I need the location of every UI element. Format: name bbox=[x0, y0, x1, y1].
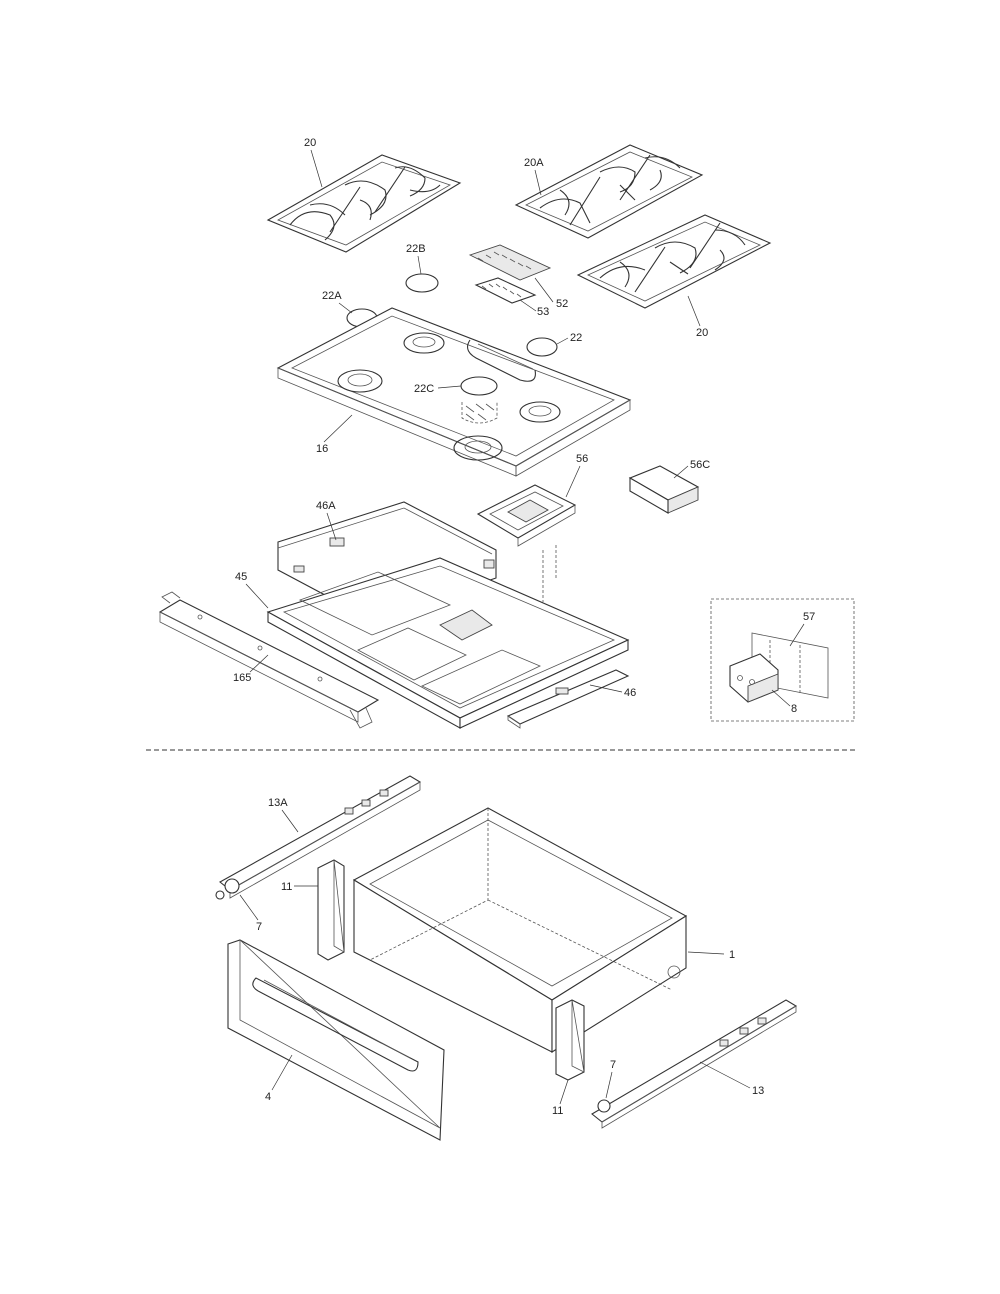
part-52-53 bbox=[468, 244, 552, 304]
burner-cap-22c bbox=[460, 376, 498, 396]
label-grate-right: 20 bbox=[696, 327, 708, 339]
label-part-56: 56 bbox=[576, 453, 588, 465]
drawer-slide-13a bbox=[215, 775, 422, 900]
label-bracket-11-right: 11 bbox=[552, 1105, 563, 1117]
inset-box bbox=[710, 598, 855, 722]
label-bracket-11-left: 11 bbox=[281, 881, 292, 893]
bracket-11-right bbox=[555, 999, 585, 1081]
bracket-11-left bbox=[317, 859, 345, 961]
grate-left bbox=[266, 154, 462, 253]
grate-20a bbox=[514, 144, 704, 239]
burner-cap-22 bbox=[526, 337, 558, 357]
label-part-53: 53 bbox=[537, 306, 549, 318]
part-46 bbox=[506, 669, 630, 729]
drawer-slide-13 bbox=[591, 999, 798, 1129]
label-cap-22: 22 bbox=[570, 332, 582, 344]
drawer-panel-4 bbox=[227, 939, 445, 1141]
drawer-box-1 bbox=[352, 807, 688, 1053]
burner-cap-22b bbox=[405, 273, 439, 293]
label-part-57: 57 bbox=[803, 611, 815, 623]
label-cap-22b: 22B bbox=[406, 243, 426, 255]
label-drawer-1: 1 bbox=[729, 949, 735, 961]
burner-base-22c bbox=[461, 402, 498, 424]
label-cap-22c: 22C bbox=[414, 383, 434, 395]
label-panel-4: 4 bbox=[265, 1091, 271, 1103]
grate-right bbox=[576, 214, 772, 309]
label-slide-13a: 13A bbox=[268, 797, 288, 809]
label-slide-13: 13 bbox=[752, 1085, 764, 1097]
part-56c bbox=[628, 465, 700, 514]
label-part-46: 46 bbox=[624, 687, 636, 699]
label-part-165: 165 bbox=[233, 672, 251, 684]
label-part-56c: 56C bbox=[690, 459, 710, 471]
cooktop-16 bbox=[276, 307, 632, 477]
part-56 bbox=[476, 484, 577, 547]
label-grate-left: 20 bbox=[304, 137, 316, 149]
base-tray-45 bbox=[266, 557, 630, 729]
label-stop-7-right: 7 bbox=[610, 1059, 616, 1071]
label-part-45: 45 bbox=[235, 571, 247, 583]
label-cap-22a: 22A bbox=[322, 290, 342, 302]
label-part-8: 8 bbox=[791, 703, 797, 715]
label-part-46a: 46A bbox=[316, 500, 336, 512]
label-part-52: 52 bbox=[556, 298, 568, 310]
label-grate-20a: 20A bbox=[524, 157, 544, 169]
part-165 bbox=[158, 591, 380, 729]
label-stop-7-left: 7 bbox=[256, 921, 262, 933]
label-cooktop-16: 16 bbox=[316, 443, 328, 455]
